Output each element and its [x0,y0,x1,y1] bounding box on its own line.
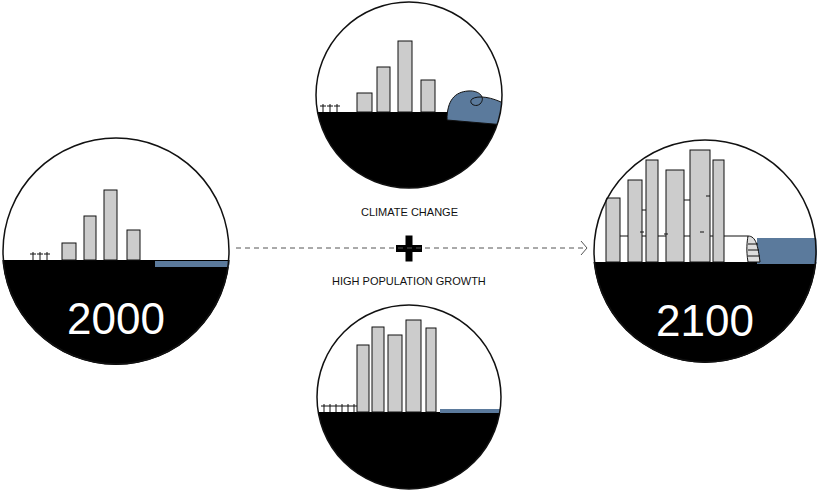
scene-2100 [590,150,818,392]
scene-climate [310,41,510,202]
year-circle: 2000 [2,137,230,365]
year-circle: 2100 [593,139,817,363]
year-label: 2100 [593,299,817,343]
scenario-label: CLIMATE CHANGE [359,206,460,219]
scene-population [310,320,510,490]
year-label: 2000 [2,297,230,341]
scene-2000 [0,190,240,400]
dashed-arrow [236,241,587,255]
scenario-label: HIGH POPULATION GROWTH [330,275,488,288]
